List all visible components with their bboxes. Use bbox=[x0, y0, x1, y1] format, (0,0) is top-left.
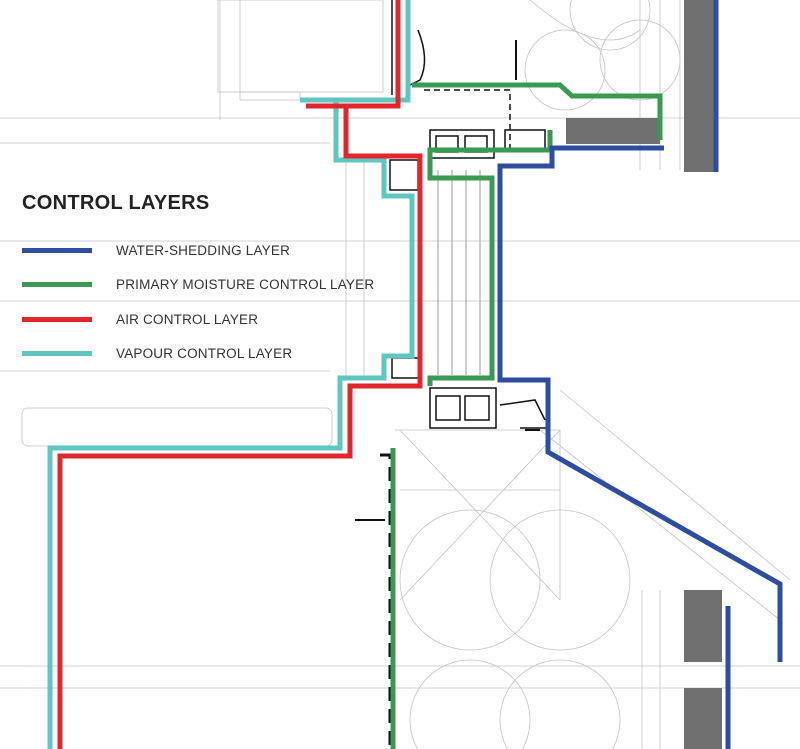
legend-title: CONTROL LAYERS bbox=[22, 192, 210, 214]
legend-item-water-shedding: WATER-SHEDDING LAYER bbox=[22, 233, 382, 268]
legend-item-air-control: AIR CONTROL LAYER bbox=[22, 302, 382, 337]
legend-item-primary-moisture: PRIMARY MOISTURE CONTROL LAYER bbox=[22, 268, 382, 303]
vapour-control-swatch bbox=[22, 351, 92, 357]
legend-item-label: PRIMARY MOISTURE CONTROL LAYER bbox=[116, 277, 375, 293]
infill-panels bbox=[566, 0, 722, 749]
vapour-control-layer bbox=[47, 0, 415, 749]
primary-moisture-swatch bbox=[22, 282, 92, 288]
water-shedding-swatch bbox=[22, 247, 92, 253]
legend-item-label: VAPOUR CONTROL LAYER bbox=[116, 346, 293, 362]
legend-item-vapour-control: VAPOUR CONTROL LAYER bbox=[22, 337, 382, 372]
fastener-marks bbox=[355, 40, 540, 521]
lower-wall-block bbox=[380, 453, 392, 749]
primary-moisture-control-layer bbox=[390, 82, 663, 749]
glazing-lines bbox=[437, 170, 481, 375]
legend: CONTROL LAYERS WATER-SHEDDING LAYER PRIM… bbox=[22, 192, 382, 371]
legend-item-label: WATER-SHEDDING LAYER bbox=[116, 242, 291, 258]
air-control-swatch bbox=[22, 316, 92, 322]
water-shedding-layer bbox=[497, 0, 783, 749]
legend-item-label: AIR CONTROL LAYER bbox=[116, 311, 259, 327]
air-control-layer bbox=[57, 0, 423, 749]
